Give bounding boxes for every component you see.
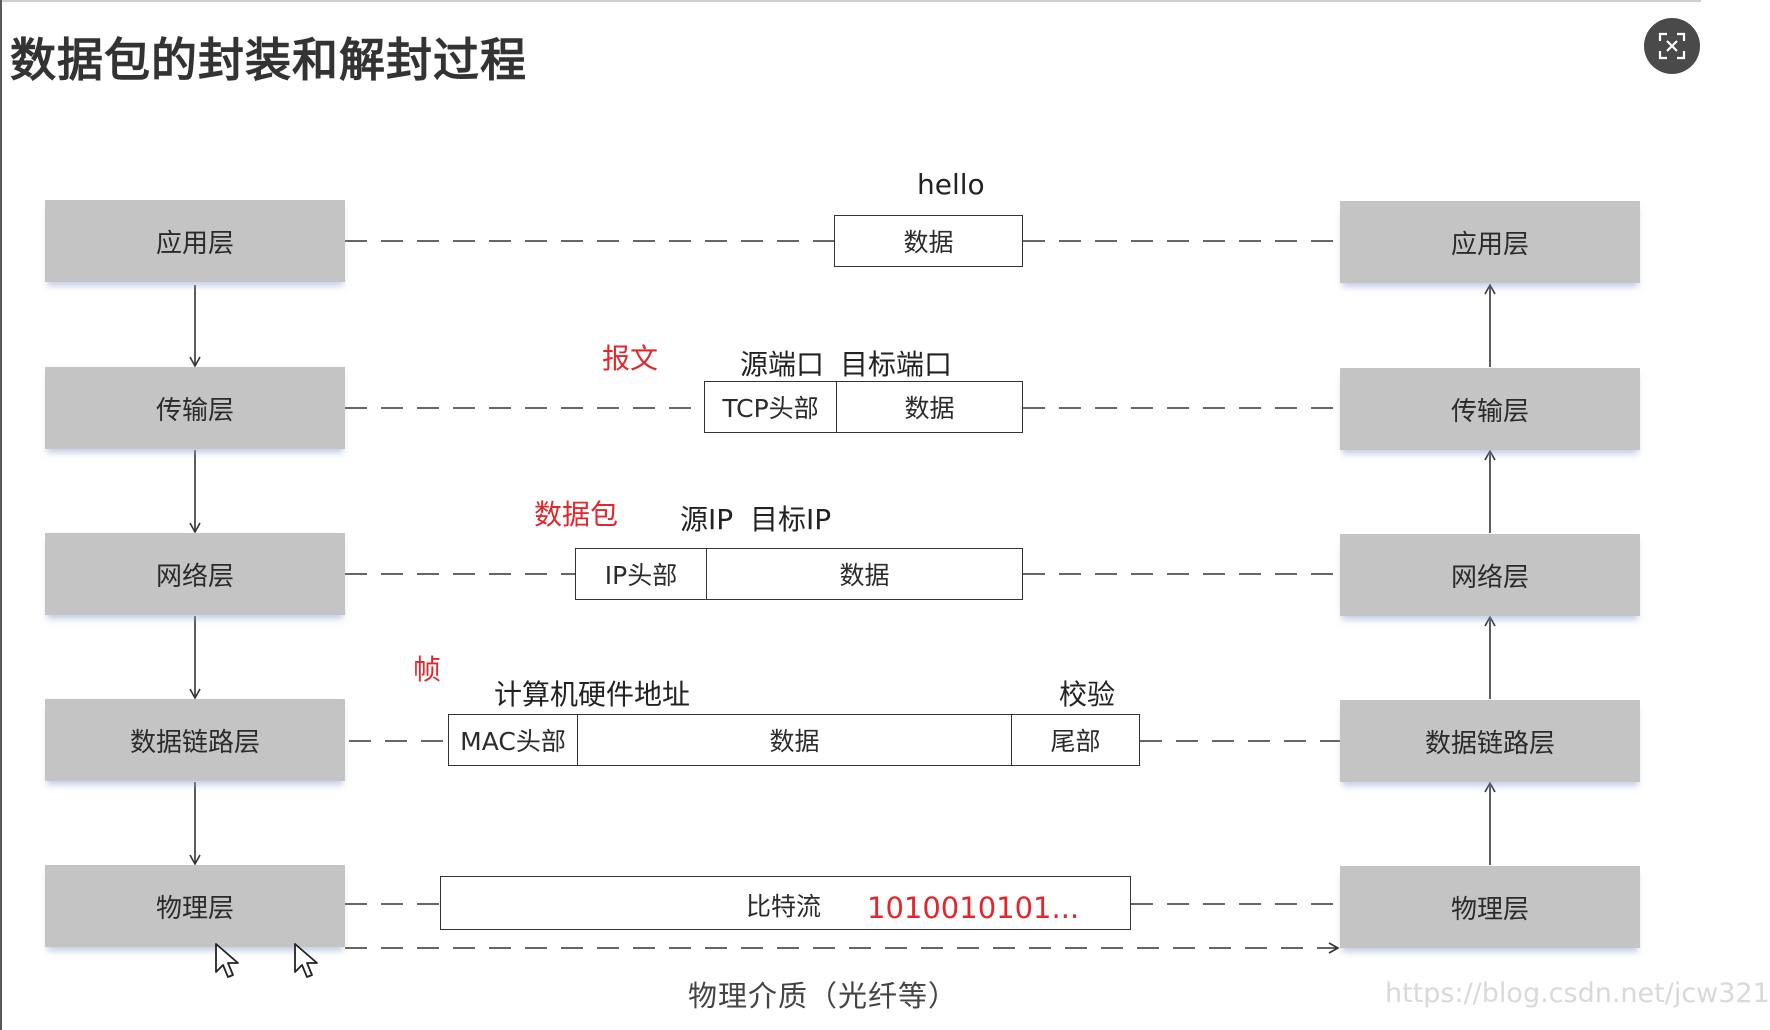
bit-stream-box: 比特流 1010010101... bbox=[440, 876, 1131, 930]
left-datalink-layer-label: 数据链路层 bbox=[129, 727, 260, 758]
left-physical-layer-label: 物理层 bbox=[155, 893, 234, 924]
datalink-frame: MAC头部 数据 尾部 bbox=[448, 714, 1140, 766]
bit-stream-label: 比特流 bbox=[746, 892, 822, 921]
left-transport-layer: 传输层 bbox=[45, 367, 345, 449]
transport-segment: TCP头部 数据 bbox=[704, 381, 1023, 433]
ip-header-cell: IP头部 bbox=[604, 561, 678, 590]
physical-medium-label: 物理介质（光纤等） bbox=[688, 979, 959, 1013]
right-network-layer: 网络层 bbox=[1340, 534, 1640, 616]
mouse-pointer-icon bbox=[294, 943, 318, 978]
frame-left-border bbox=[0, 0, 2, 1030]
left-application-layer-label: 应用层 bbox=[155, 228, 234, 259]
network-unit-name: 数据包 bbox=[534, 498, 619, 531]
right-application-layer: 应用层 bbox=[1340, 201, 1640, 283]
application-packet: 数据 bbox=[834, 215, 1023, 267]
destination-port-note: 目标端口 bbox=[840, 348, 953, 381]
diagram-connectors bbox=[189, 240, 1496, 954]
right-transport-layer: 传输层 bbox=[1340, 368, 1640, 450]
left-network-layer: 网络层 bbox=[45, 533, 345, 615]
mac-header-cell: MAC头部 bbox=[460, 727, 566, 756]
right-transport-layer-label: 传输层 bbox=[1450, 396, 1529, 427]
left-physical-layer: 物理层 bbox=[45, 865, 345, 947]
close-viewer-button[interactable] bbox=[1644, 18, 1700, 74]
transport-data-cell: 数据 bbox=[836, 382, 1022, 432]
frame-top-border bbox=[0, 0, 1701, 2]
network-data-cell: 数据 bbox=[706, 549, 1022, 599]
source-port-note: 源端口 bbox=[740, 348, 825, 381]
right-physical-layer-label: 物理层 bbox=[1450, 894, 1529, 925]
right-physical-layer: 物理层 bbox=[1340, 866, 1640, 948]
left-transport-layer-label: 传输层 bbox=[155, 395, 234, 426]
destination-ip-note: 目标IP bbox=[750, 503, 832, 536]
right-network-layer-label: 网络层 bbox=[1450, 562, 1529, 593]
close-fullscreen-icon bbox=[1658, 32, 1686, 60]
right-application-layer-label: 应用层 bbox=[1450, 229, 1529, 260]
application-data-cell: 数据 bbox=[903, 228, 954, 257]
network-packet: IP头部 数据 bbox=[575, 548, 1023, 600]
page-title: 数据包的封装和解封过程 bbox=[10, 33, 527, 87]
trailer-cell: 尾部 bbox=[1011, 715, 1139, 765]
left-application-layer: 应用层 bbox=[45, 200, 345, 282]
tcp-header-cell: TCP头部 bbox=[722, 394, 819, 423]
source-ip-note: 源IP bbox=[680, 503, 734, 536]
bit-stream-value: 1010010101... bbox=[867, 891, 1080, 925]
datalink-data-cell: 数据 bbox=[577, 715, 1011, 765]
datalink-unit-name: 帧 bbox=[413, 653, 442, 686]
left-datalink-layer: 数据链路层 bbox=[45, 699, 345, 781]
right-datalink-layer-label: 数据链路层 bbox=[1424, 728, 1555, 759]
transport-unit-name: 报文 bbox=[602, 342, 659, 375]
hardware-address-note: 计算机硬件地址 bbox=[494, 678, 691, 711]
left-network-layer-label: 网络层 bbox=[155, 561, 234, 592]
mouse-pointer-icon bbox=[215, 943, 239, 978]
watermark: https://blog.csdn.net/jcw321 bbox=[1385, 978, 1770, 1009]
checksum-note: 校验 bbox=[1059, 678, 1116, 711]
application-note: hello bbox=[917, 168, 985, 201]
right-datalink-layer: 数据链路层 bbox=[1340, 700, 1640, 782]
